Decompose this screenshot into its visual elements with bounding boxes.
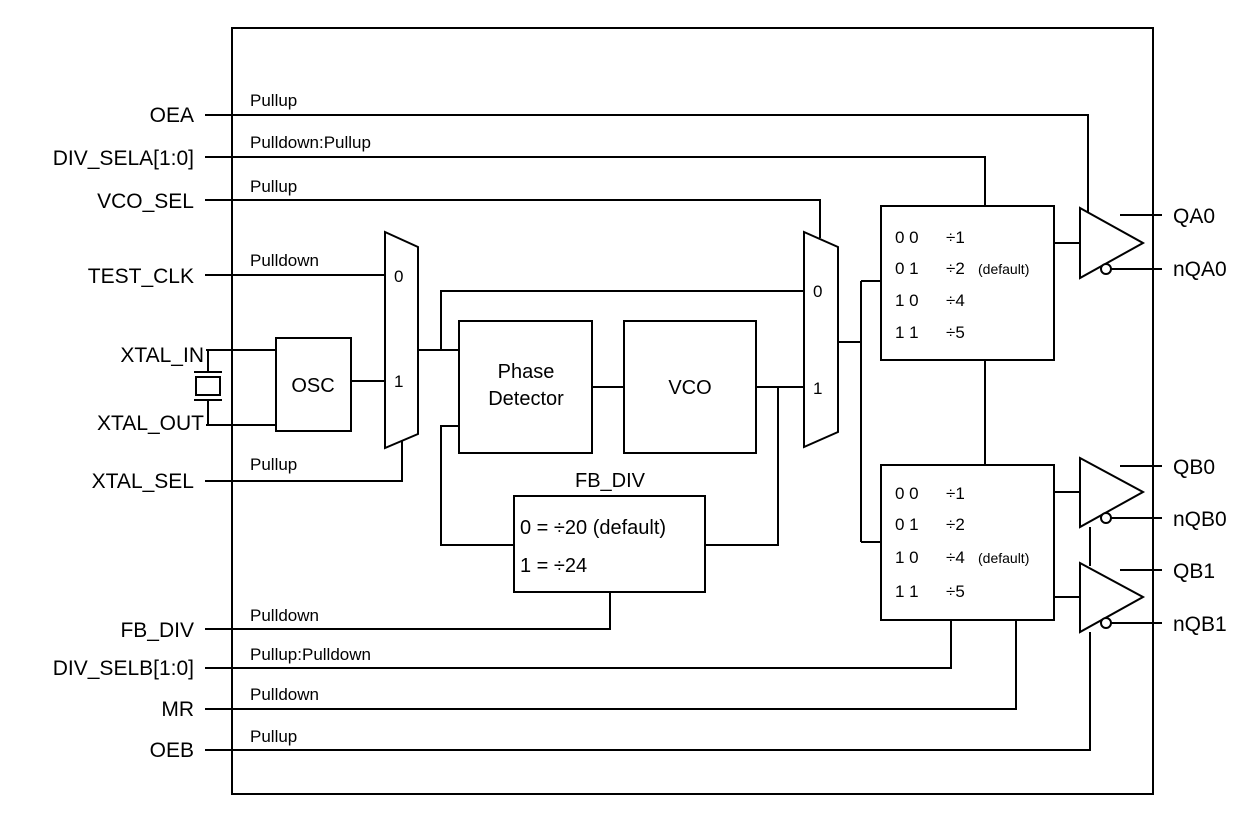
- divider-a-code-3: 1 0: [895, 291, 919, 310]
- divider-b-code-4: 1 1: [895, 582, 919, 601]
- wire-div-selb: [205, 620, 952, 669]
- divider-b-code-1: 0 0: [895, 484, 919, 503]
- input-div-selb: DIV_SELB[1:0] Pullup:Pulldown: [53, 620, 952, 680]
- pin-label-vco-sel: VCO_SEL: [97, 190, 194, 213]
- buffer-qb0-triangle: [1079, 456, 1146, 529]
- fb-div-block: [513, 495, 706, 593]
- fb-div-line-1: 0 = ÷20 (default): [520, 517, 666, 539]
- pin-label-oea: OEA: [150, 104, 194, 127]
- buffer-qb0: [1079, 456, 1162, 529]
- output-label-nqb1: nQB1: [1173, 613, 1227, 636]
- pin-label-mr: MR: [161, 698, 194, 721]
- buffer-qb1-triangle: [1079, 561, 1146, 634]
- divider-a-ratio-1: ÷1: [946, 228, 965, 247]
- divider-a-code-1: 0 0: [895, 228, 919, 247]
- input-vco-sel: VCO_SEL Pullup: [97, 177, 821, 238]
- wire-feedback-pd: [440, 425, 514, 546]
- pin-label-div-selb: DIV_SELB[1:0]: [53, 657, 194, 680]
- input-xtal: XTAL_IN XTAL_OUT: [97, 344, 276, 435]
- osc-block: [275, 337, 352, 432]
- input-oeb: OEB Pullup: [150, 632, 1091, 762]
- fb-div-line-2: 1 = ÷24: [520, 555, 587, 577]
- mux1-input-0: 0: [394, 267, 403, 286]
- output-label-qb0: QB0: [1173, 456, 1215, 479]
- mux2-input-0: 0: [813, 282, 822, 301]
- input-test-clk: TEST_CLK Pulldown: [88, 251, 385, 288]
- output-label-qa0: QA0: [1173, 205, 1215, 228]
- divider-a-block: [880, 205, 1055, 361]
- divider-b-ratio-2: ÷2: [946, 515, 965, 534]
- divider-b-code-2: 0 1: [895, 515, 919, 534]
- pin-attr-xtal-sel: Pullup: [250, 455, 297, 474]
- mux1-input-1: 1: [394, 372, 403, 391]
- pin-label-xtal-in: XTAL_IN: [120, 344, 204, 367]
- input-mr: MR Pulldown: [161, 620, 1017, 721]
- wire-mr: [205, 620, 1017, 710]
- buffer-qb0-inverter-bubble: [1100, 512, 1112, 524]
- pin-attr-div-selb: Pullup:Pulldown: [250, 645, 371, 664]
- pin-label-xtal-out: XTAL_OUT: [97, 412, 204, 435]
- pin-label-oeb: OEB: [150, 739, 194, 762]
- input-xtal-sel: XTAL_SEL Pullup: [92, 436, 403, 493]
- output-label-nqb0: nQB0: [1173, 508, 1227, 531]
- wire-oea: [205, 114, 1089, 222]
- phase-detector-block: [458, 320, 593, 454]
- divider-a-ratio-4: ÷5: [946, 323, 965, 342]
- phase-detector-label-1: Phase: [498, 361, 555, 383]
- osc-label: OSC: [291, 375, 334, 397]
- output-label-qb1: QB1: [1173, 560, 1215, 583]
- pin-attr-mr: Pulldown: [250, 685, 319, 704]
- pin-label-test-clk: TEST_CLK: [88, 265, 194, 288]
- wire-oeb: [205, 632, 1091, 751]
- divider-b-rows: 0 0 ÷1 0 1 ÷2 1 0 ÷4 (default) 1 1 ÷5: [895, 484, 1029, 601]
- buffer-qb1: [1079, 561, 1162, 634]
- buffer-qa0-triangle: [1079, 206, 1146, 280]
- pin-attr-div-sela: Pulldown:Pullup: [250, 133, 371, 152]
- divider-b-note-3: (default): [978, 550, 1029, 566]
- wire-fb-div: [205, 592, 611, 630]
- divider-a-ratio-2: ÷2: [946, 259, 965, 278]
- crystal-icon: [195, 376, 221, 396]
- pin-attr-fb-div: Pulldown: [250, 606, 319, 625]
- pin-attr-oea: Pullup: [250, 91, 297, 110]
- divider-a-code-4: 1 1: [895, 323, 919, 342]
- wire-xtal-sel: [205, 436, 403, 482]
- pin-label-div-sela: DIV_SELA[1:0]: [53, 147, 194, 170]
- input-div-sela: DIV_SELA[1:0] Pulldown:Pullup: [53, 133, 986, 206]
- divider-a-code-2: 0 1: [895, 259, 919, 278]
- output-label-nqa0: nQA0: [1173, 258, 1227, 281]
- mux2-input-1: 1: [813, 379, 822, 398]
- pin-label-xtal-sel: XTAL_SEL: [92, 470, 194, 493]
- divider-b-block: [880, 464, 1055, 621]
- wire-vco-sel: [205, 199, 821, 238]
- buffer-qa0-inverter-bubble: [1100, 263, 1112, 275]
- divider-a-rows: 0 0 ÷1 0 1 ÷2 (default) 1 0 ÷4 1 1 ÷5: [895, 228, 1029, 342]
- phase-detector-label-2: Detector: [488, 388, 564, 410]
- buffer-qa0: [1079, 206, 1162, 280]
- mux2: [803, 230, 839, 449]
- divider-b-ratio-1: ÷1: [946, 484, 965, 503]
- input-fb-div: FB_DIV Pulldown: [120, 592, 611, 642]
- input-oea: OEA Pullup: [150, 91, 1089, 222]
- divider-b-code-3: 1 0: [895, 548, 919, 567]
- pin-attr-oeb: Pullup: [250, 727, 297, 746]
- divider-a-ratio-3: ÷4: [946, 291, 965, 310]
- mux1: [384, 230, 419, 450]
- divider-a-note-2: (default): [978, 261, 1029, 277]
- wire-feedback-vco: [705, 387, 779, 546]
- pin-attr-vco-sel: Pullup: [250, 177, 297, 196]
- fb-div-title: FB_DIV: [575, 470, 646, 492]
- wire-div-sela: [205, 156, 986, 206]
- divider-b-ratio-4: ÷5: [946, 582, 965, 601]
- vco-block: [623, 320, 757, 454]
- divider-b-ratio-3: ÷4: [946, 548, 965, 567]
- pin-label-fb-div: FB_DIV: [120, 619, 194, 642]
- wire-bypass-to-mux2: [440, 290, 804, 350]
- buffer-qb1-inverter-bubble: [1100, 617, 1112, 629]
- vco-label: VCO: [668, 377, 711, 399]
- pin-attr-test-clk: Pulldown: [250, 251, 319, 270]
